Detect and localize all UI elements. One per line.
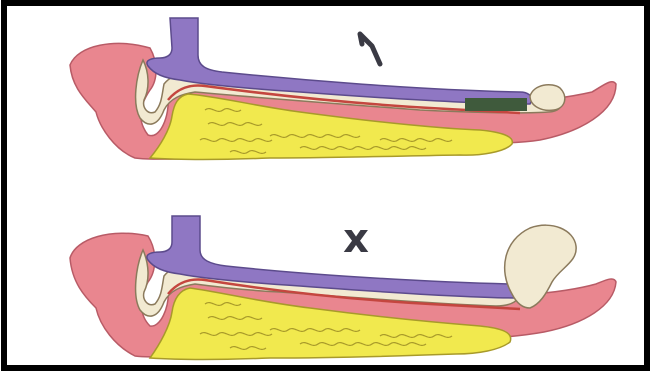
- cross-mark: x: [343, 216, 369, 262]
- top-dark-patch: [465, 98, 527, 111]
- top-tip-knob: [530, 85, 565, 111]
